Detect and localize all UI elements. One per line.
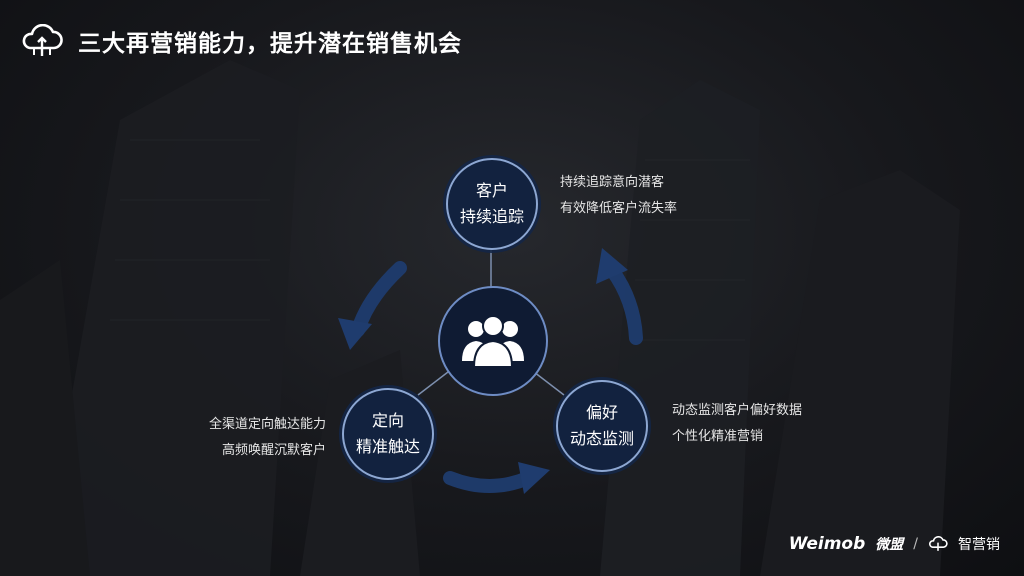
description-right-line1: 动态监测客户偏好数据 [672, 403, 803, 418]
node-preference-monitoring: 偏好 动态监测 [556, 380, 648, 472]
description-left-line1: 全渠道定向触达能力 [208, 417, 326, 432]
node-right-line2: 动态监测 [569, 429, 634, 448]
footer-separator: / [913, 536, 918, 552]
node-top-line2: 持续追踪 [459, 207, 524, 226]
node-customer-tracking: 客户 持续追踪 [446, 158, 538, 250]
page-title: 三大再营销能力，提升潜在销售机会 [78, 31, 462, 57]
center-hub [438, 286, 548, 396]
description-left: 全渠道定向触达能力 高频唤醒沉默客户 [178, 412, 326, 464]
description-right-line2: 个性化精准营销 [672, 429, 764, 444]
description-left-line2: 高频唤醒沉默客户 [221, 443, 326, 458]
node-right-line1: 偏好 [585, 403, 618, 422]
node-left-line2: 精准触达 [355, 437, 420, 456]
brand-logo-cn: 微盟 [875, 537, 904, 553]
brand-logo-text: Weimob [788, 534, 866, 554]
node-targeted-reach: 定向 精准触达 [342, 388, 434, 480]
description-right: 动态监测客户偏好数据 个性化精准营销 [672, 398, 802, 450]
cloud-upload-icon [22, 24, 63, 56]
description-top-line1: 持续追踪意向潜客 [560, 175, 665, 190]
footer-brand: Weimob 微盟 / 智营销 [789, 534, 1000, 554]
users-group-icon [462, 315, 524, 368]
description-top: 持续追踪意向潜客 有效降低客户流失率 [560, 170, 677, 222]
node-top-line1: 客户 [475, 181, 508, 200]
header: 三大再营销能力，提升潜在销售机会 [20, 24, 462, 58]
cloud-upload-icon [929, 536, 948, 551]
product-name: 智营销 [958, 537, 1000, 553]
node-left-line1: 定向 [371, 411, 404, 430]
description-top-line2: 有效降低客户流失率 [560, 201, 678, 216]
